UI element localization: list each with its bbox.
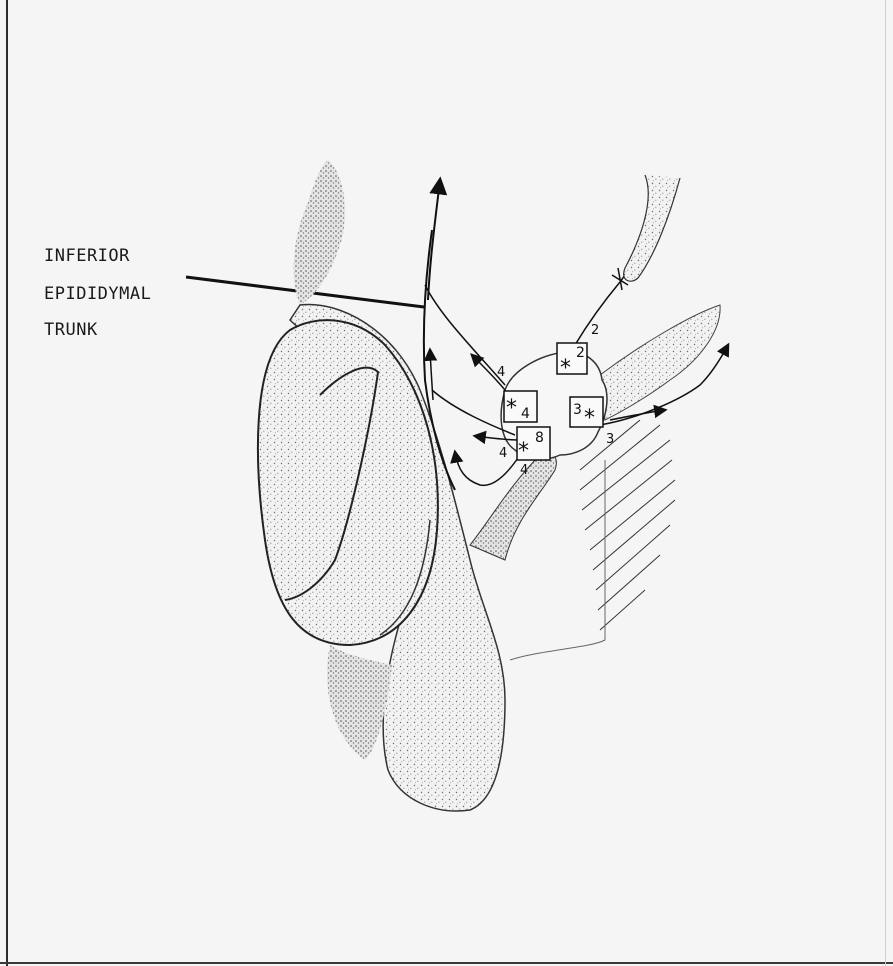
node-box-8: * 8 bbox=[517, 427, 550, 464]
pelvic-tissue-upper bbox=[600, 305, 720, 420]
node-box-3: 3 * bbox=[570, 397, 603, 431]
vessel-number-left-lower: 4 bbox=[520, 463, 528, 478]
vessel-number-right: 3 bbox=[606, 432, 614, 447]
vas-deferens-tube bbox=[624, 175, 680, 281]
hatched-wall bbox=[580, 420, 675, 630]
node-asterisk: * bbox=[560, 356, 571, 381]
vessel-number-top: 2 bbox=[591, 323, 599, 338]
node-count-4: 4 bbox=[521, 406, 530, 422]
node-count-8: 8 bbox=[535, 430, 544, 446]
node-asterisk: * bbox=[518, 439, 529, 464]
vessel-number-left-upper: 4 bbox=[497, 365, 505, 380]
vessel-lower-loop bbox=[455, 452, 520, 485]
epididymis-tail bbox=[327, 645, 392, 760]
node-count-2: 2 bbox=[576, 345, 585, 361]
vessel-to-node-upper bbox=[425, 285, 505, 385]
node-asterisk: * bbox=[584, 406, 595, 431]
node-count-3: 3 bbox=[573, 402, 582, 418]
node-asterisk: * bbox=[506, 396, 517, 421]
spermatic-cord-upper bbox=[294, 160, 345, 305]
vessel-number-left-middle: 4 bbox=[499, 446, 507, 461]
vessel-arrow-up-cord bbox=[430, 350, 433, 400]
testis bbox=[258, 320, 438, 645]
vessel-stem bbox=[470, 453, 556, 560]
node-box-4: * 4 bbox=[504, 391, 537, 422]
